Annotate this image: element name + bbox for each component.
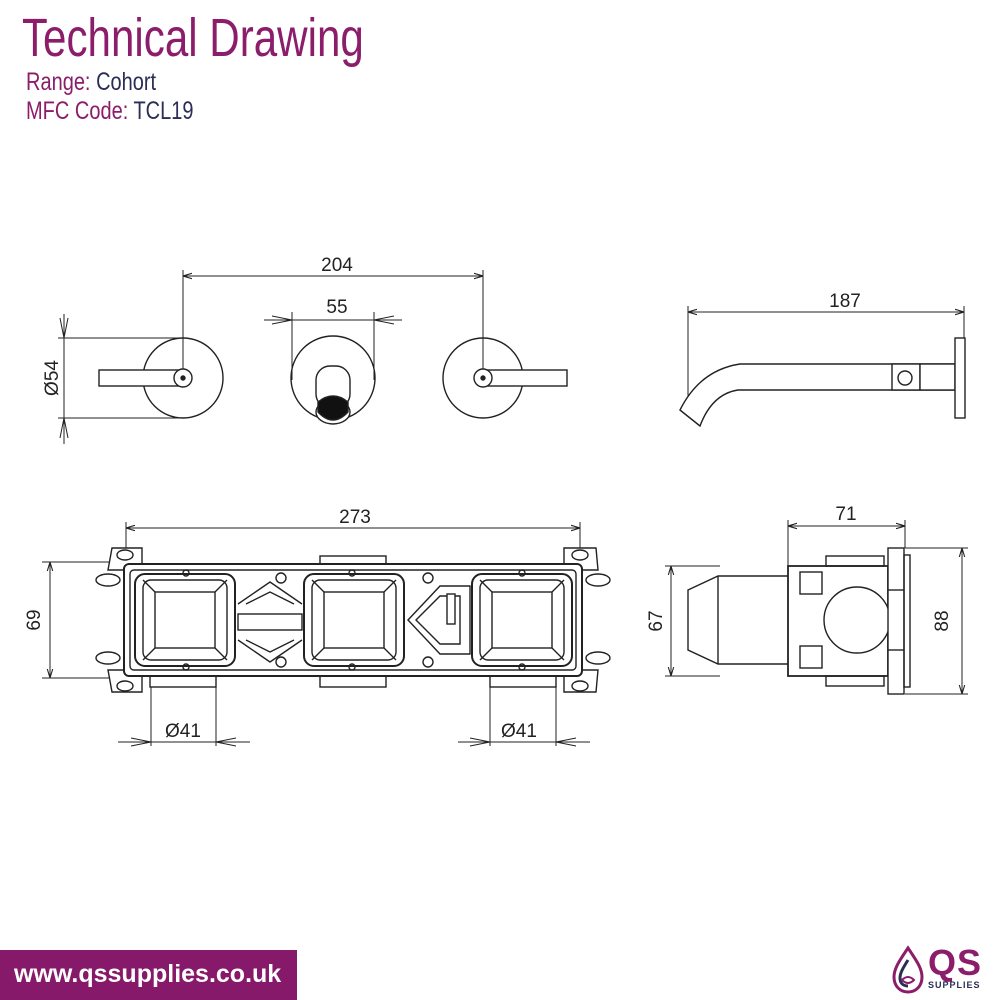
website-banner[interactable]: www.qssupplies.co.uk xyxy=(0,950,297,1000)
drawing-header: Technical Drawing Range: Cohort MFC Code… xyxy=(22,8,460,126)
range-label: Range: xyxy=(26,68,91,96)
centre-cartridge xyxy=(303,573,405,667)
spout-wall-plate xyxy=(954,337,966,419)
logo-subtitle: SUPPLIES xyxy=(928,980,981,990)
range-line: Range: Cohort xyxy=(26,68,373,97)
left-handle-lever xyxy=(98,369,184,387)
spout-outlet xyxy=(317,395,349,421)
dim-41-left-label: Ø41 xyxy=(165,721,201,742)
dim-273-label: 273 xyxy=(339,507,371,528)
qs-logo: QS SUPPLIES xyxy=(888,942,994,996)
side-cartridge-cap xyxy=(687,575,791,665)
droplet-icon xyxy=(892,945,924,994)
spout-side-view: 187 xyxy=(679,291,966,428)
code-line: MFC Code: TCL19 xyxy=(26,97,373,126)
dim-204-label: 204 xyxy=(321,255,353,276)
code-label: MFC Code: xyxy=(26,97,129,125)
dim-54-label: Ø54 xyxy=(42,360,63,396)
range-value: Cohort xyxy=(96,68,157,96)
dim-71-label: 71 xyxy=(835,504,856,525)
code-value: TCL19 xyxy=(133,97,194,125)
dim-67-label: 67 xyxy=(646,610,667,631)
right-cartridge xyxy=(471,573,573,667)
logo-letters: QS xyxy=(928,942,983,983)
dim-55-label: 55 xyxy=(326,297,347,318)
dim-41-right-label: Ø41 xyxy=(501,721,537,742)
dim-88-label: 88 xyxy=(932,610,953,631)
left-cartridge xyxy=(134,573,236,667)
front-view: 204 55 Ø54 xyxy=(42,255,568,444)
dim-187-label: 187 xyxy=(829,291,861,312)
dim-69-label: 69 xyxy=(24,609,45,630)
valve-body-side: 71 67 88 xyxy=(646,504,968,695)
right-handle-lever xyxy=(482,369,568,387)
page-title: Technical Drawing xyxy=(22,8,364,68)
website-link[interactable]: www.qssupplies.co.uk xyxy=(14,960,282,988)
valve-body-front: 273 69 xyxy=(24,507,611,747)
side-cartridge-bore xyxy=(823,586,891,654)
